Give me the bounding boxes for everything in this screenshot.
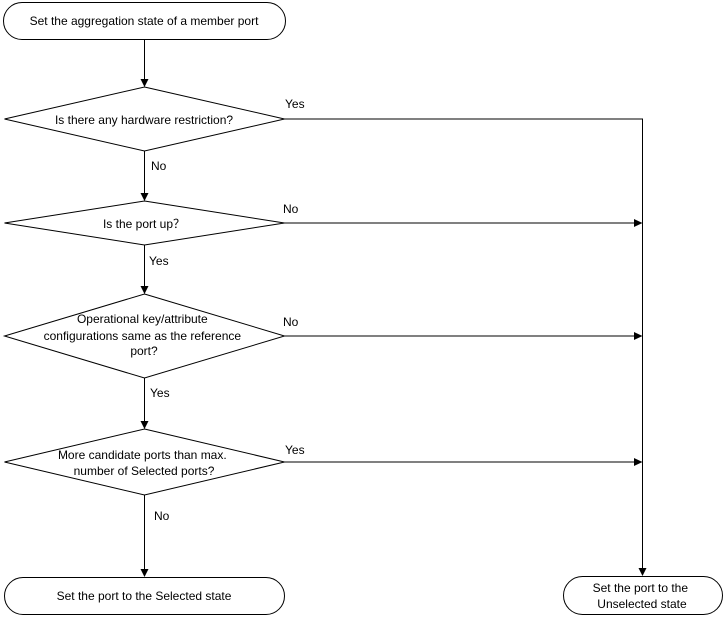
arrowhead (634, 458, 643, 466)
arrowhead (140, 193, 149, 201)
edge-label-port-up-no: No (283, 202, 299, 216)
edge-label-config-no: No (283, 315, 299, 329)
edge-label-hardware-no: No (151, 159, 167, 173)
decision-candidates-label: More candidate ports than max. number of… (58, 448, 230, 478)
decision-candidates-shape (4, 428, 285, 496)
end-node-selected-label: Set the port to the Selected state (57, 589, 232, 603)
decision-port-up-label: Is the port up？ (103, 217, 185, 231)
decision-config-label: Operational key/attribute configurations… (44, 312, 245, 358)
end-node-selected: Set the port to the Selected state (4, 577, 285, 615)
arrowhead (638, 568, 647, 576)
end-node-selected-shape (4, 577, 285, 615)
start-node-shape (3, 2, 286, 40)
decision-config-match: Operational key/attribute configurations… (2, 293, 287, 379)
connector-hardware-yes (284, 118, 643, 568)
end-node-unselected-label: Set the port to the Unselected state (593, 581, 692, 611)
decision-candidates-label-line-2: number of Selected ports? (74, 464, 215, 478)
arrowhead (140, 79, 149, 87)
decision-port-up: Is the port up？ (4, 200, 285, 246)
end-node-unselected-label-line-2: Unselected state (597, 597, 687, 611)
edge-label-config-yes: Yes (150, 386, 170, 400)
arrowhead (140, 286, 149, 294)
decision-config-label-line-1: Operational key/attribute (77, 312, 208, 326)
end-node-unselected: Set the port to the Unselected state (563, 576, 723, 615)
start-node-label: Set the aggregation state of a member po… (30, 14, 259, 28)
decision-more-candidates: More candidate ports than max. number of… (4, 428, 285, 496)
arrowhead (140, 421, 149, 429)
arrowhead (634, 332, 643, 340)
edge-label-hardware-yes: Yes (285, 97, 305, 111)
arrowhead (634, 219, 643, 227)
decision-hardware-restriction: Is there any hardware restriction? (4, 86, 285, 152)
decision-hardware-label: Is there any hardware restriction? (55, 113, 233, 127)
decision-config-label-line-2: configurations same as the reference (44, 329, 242, 343)
end-node-unselected-shape (563, 576, 723, 615)
decision-config-label-line-3: port? (130, 344, 158, 358)
edge-label-port-up-yes: Yes (149, 254, 169, 268)
arrowhead (140, 569, 149, 577)
decision-candidates-label-line-1: More candidate ports than max. (58, 448, 227, 462)
end-node-unselected-label-line-1: Set the port to the (593, 581, 689, 595)
edge-label-candidates-no: No (154, 509, 170, 523)
edge-label-candidates-yes: Yes (285, 443, 305, 457)
start-node: Set the aggregation state of a member po… (3, 2, 286, 40)
